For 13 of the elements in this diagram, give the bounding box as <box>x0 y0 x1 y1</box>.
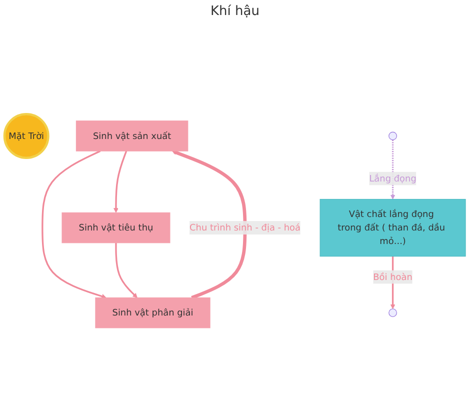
arrow <box>42 150 106 299</box>
edge-label: Chu trình sinh - địa - hoá <box>190 222 300 233</box>
note-label: Khí hậu <box>210 4 260 19</box>
arrow <box>115 242 138 298</box>
edge-label: Lắng đọng <box>369 172 416 184</box>
edge-label: Bồi hoàn <box>373 271 412 282</box>
arrow <box>114 150 128 213</box>
node-box: Vật chất lắng đọng trong đất ( than đá, dầu mỏ...) <box>320 198 466 257</box>
node-circle: Mặt Trời <box>3 112 50 159</box>
node-box: Sinh vật sản xuất <box>76 120 188 152</box>
arrow <box>172 150 247 300</box>
node-box: Sinh vật phân giải <box>95 297 210 328</box>
node-box: Sinh vật tiêu thụ <box>62 212 170 244</box>
